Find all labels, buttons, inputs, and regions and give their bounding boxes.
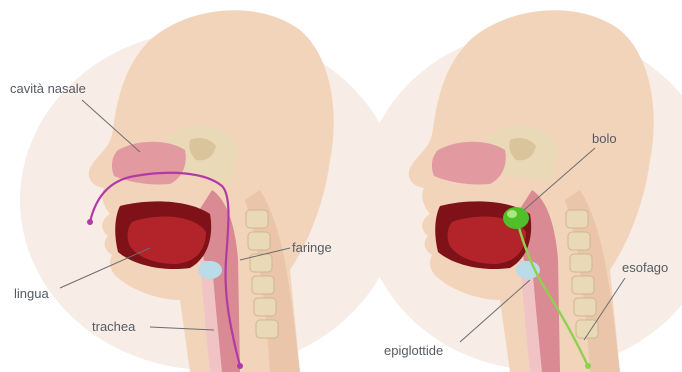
right-swallow-end-dot [585,363,591,369]
label-esofago: esofago [622,260,668,275]
label-lingua: lingua [14,286,49,301]
right-epiglottis [516,261,540,279]
label-trachea: trachea [92,319,136,334]
bolus [503,207,529,229]
left-head-cross-section [20,10,400,372]
bolus-highlight [507,210,517,218]
left-epiglottis [198,261,222,279]
left-airflow-end-dot [237,363,243,369]
left-airflow-start-dot [87,219,93,225]
right-nasal-tissue [432,142,506,185]
label-epiglottide: epiglottide [384,343,443,358]
label-bolo: bolo [592,131,617,146]
label-cavita-nasale: cavità nasale [10,81,86,96]
label-faringe: faringe [292,240,332,255]
right-head-cross-section [360,10,682,372]
